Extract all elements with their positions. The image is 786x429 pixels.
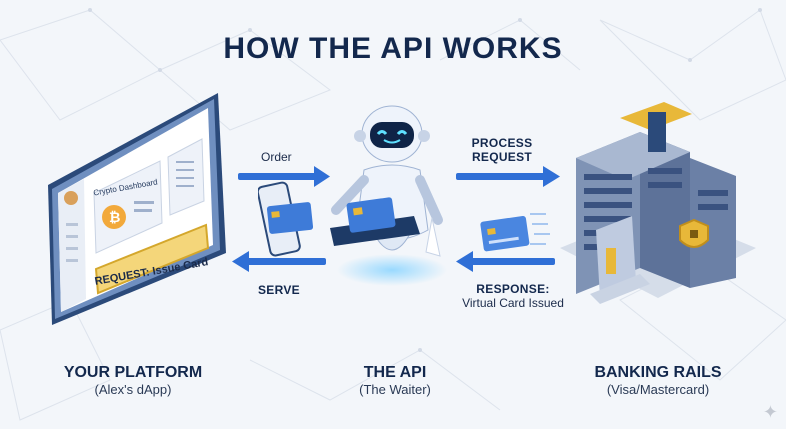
sparkle-icon: ✦ [762,402,778,422]
response-label-line1: RESPONSE: [476,282,550,296]
phone-card-illustration [258,181,314,257]
platform-name: YOUR PLATFORM [63,364,203,381]
api-name: THE API [363,364,427,381]
api-caption: THE API (The Waiter) [320,364,470,397]
response-label-line2: Virtual Card Issued [462,296,564,310]
api-subtitle: (The Waiter) [359,382,431,397]
process-request-label: PROCESS REQUEST [471,136,533,164]
platform-subtitle: (Alex's dApp) [94,382,172,397]
bank-caption: BANKING RAILS (Visa/Mastercard) [568,364,748,397]
monitor-illustration: ₿ [48,93,226,325]
page-title: HOW THE API WORKS [223,32,563,65]
process-label-line2: REQUEST [471,150,533,164]
svg-text:₿: ₿ [109,209,120,225]
robot-waiter-illustration [330,105,447,286]
response-label: RESPONSE: Virtual Card Issued [448,282,578,310]
bank-subtitle: (Visa/Mastercard) [606,382,710,397]
bank-building-illustration [560,102,756,304]
bank-name: BANKING RAILS [594,364,722,381]
platform-caption: YOUR PLATFORM (Alex's dApp) [38,364,228,397]
order-label: Order [261,150,292,164]
process-label-line1: PROCESS [471,136,533,150]
serve-label: SERVE [258,283,300,297]
